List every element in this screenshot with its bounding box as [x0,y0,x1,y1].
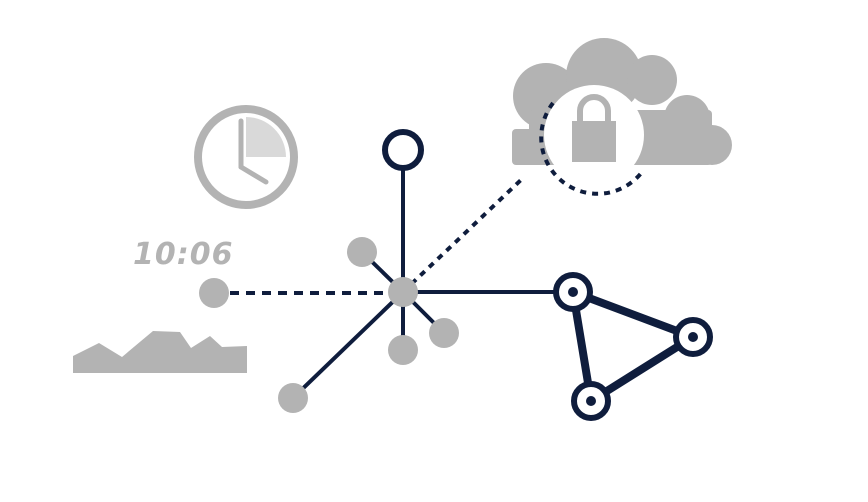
network-hub-icon [199,129,556,413]
lock-badge [539,85,644,196]
top-ring-node [382,129,424,171]
bottom-left-node [278,383,308,413]
clock-icon [194,105,298,209]
left-node [199,278,229,308]
triangle-linkage-icon [553,272,713,421]
lock-icon [572,94,616,162]
hub-node [388,277,418,307]
time-label: 10:06 [133,237,234,272]
upper-left-node [347,237,377,267]
lower-right-node [429,318,459,348]
area-sparkline-icon [73,331,247,373]
bottom-node [388,335,418,365]
